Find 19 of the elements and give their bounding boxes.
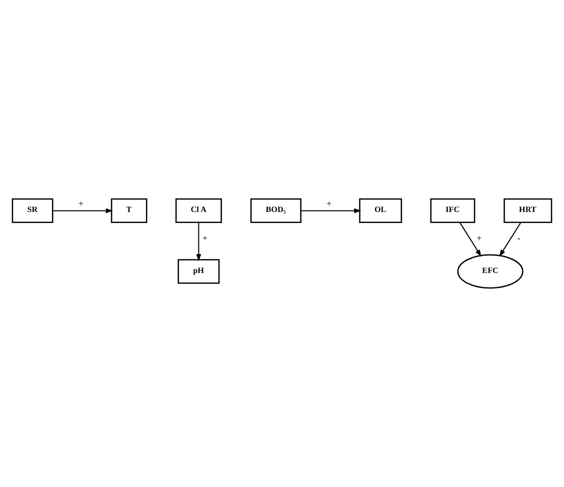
node-ellipse: EFC xyxy=(457,254,524,289)
arrow xyxy=(196,222,202,262)
edge-label: + xyxy=(78,198,84,208)
arrow xyxy=(52,208,113,214)
arrow xyxy=(499,222,522,257)
arrow xyxy=(300,208,362,214)
node-box: T xyxy=(110,198,148,224)
node-box: pH xyxy=(178,259,220,284)
node-box: SR xyxy=(12,198,54,224)
edge-label: + xyxy=(326,198,332,208)
edge-label: - xyxy=(517,232,520,243)
node-box: IFC xyxy=(430,198,476,224)
node-box: BOD₅ xyxy=(250,198,302,224)
edge-label: + xyxy=(476,232,482,243)
node-box: Cl A xyxy=(175,198,222,224)
edge-label: + xyxy=(202,232,208,243)
node-box: OL xyxy=(359,198,402,224)
arrow xyxy=(459,222,482,257)
node-box: HRT xyxy=(504,198,552,224)
